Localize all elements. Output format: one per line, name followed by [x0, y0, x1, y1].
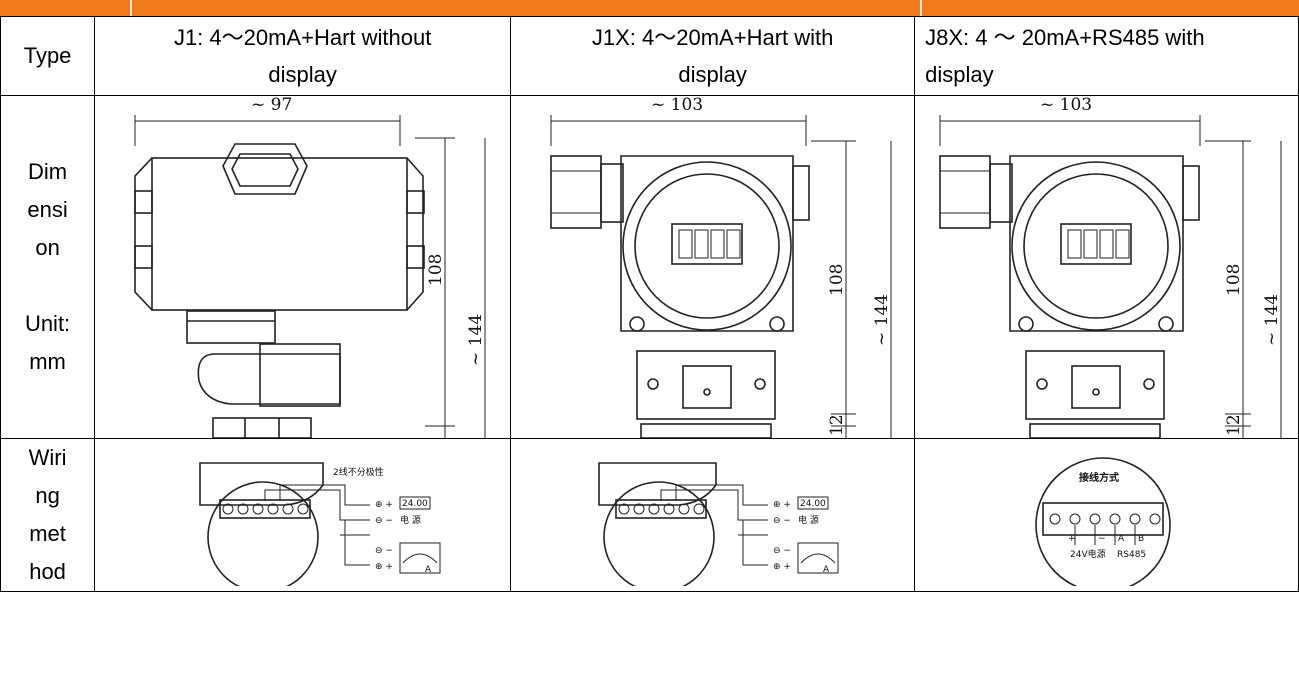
- j1x-title-line-1: J1X: 4～20mA+Hart with: [591, 25, 834, 50]
- wiring-label-2: ng: [35, 483, 60, 508]
- j1x-body-height: 108: [827, 264, 847, 296]
- wiring-label-cell: Wiri ng met hod: [0, 438, 96, 592]
- dimension-row: Dim ensi on Unit: mm ~ 97: [0, 95, 1299, 439]
- j1x-width-text: ~ 103: [651, 96, 703, 115]
- j8x-wiring-title: 接线方式: [1079, 471, 1119, 484]
- j1x-header-cell: J1X: 4～20mA+Hart with display: [510, 16, 916, 96]
- j1x-wiring-diagram: ⊕ + ⊖ − 24.00 电 源 ⊖ − ⊕ + A: [598, 461, 839, 586]
- unit-label-2: mm: [29, 349, 66, 374]
- j8x-total-height: ~ 144: [1262, 294, 1282, 346]
- j1-title-line-2: display: [268, 62, 337, 87]
- j1x-title-line-2: display: [678, 62, 747, 87]
- j1-dimension-cell: ~ 97: [94, 95, 512, 439]
- dimension-label-1: Dim: [28, 159, 68, 184]
- j8x-a-label: A: [1118, 534, 1125, 544]
- wiring-row: Wiri ng met hod 2线不分极性 ⊕ +: [0, 438, 1299, 592]
- j1-body-height: 108: [426, 254, 446, 286]
- unit-label-1: Unit:: [24, 311, 71, 336]
- j1x-meter-unit: A: [823, 565, 830, 575]
- j1x-dimension-cell: ~ 103: [510, 95, 916, 439]
- j1-total-height: ~ 144: [466, 314, 486, 366]
- wiring-label-1: Wiri: [28, 445, 67, 470]
- j8x-width-text: ~ 103: [1040, 96, 1092, 115]
- j1-power-label: 电 源: [400, 514, 421, 526]
- j1-header-cell: J1: 4～20mA+Hart without display: [94, 16, 512, 96]
- j1-plus-1: ⊕ +: [375, 500, 393, 510]
- j1-meter-unit: A: [425, 565, 432, 575]
- header-row: Type J1: 4～20mA+Hart without display J1X…: [0, 16, 1299, 96]
- j8x-plus: +: [1068, 534, 1076, 544]
- spec-table: Type J1: 4～20mA+Hart without display J1X…: [0, 16, 1299, 592]
- j1x-dimension-drawing: ~ 103: [550, 96, 892, 438]
- j8x-title-line-1: J8X: 4 ～ 20mA+RS485 with: [925, 25, 1205, 50]
- wiring-label-3: met: [29, 521, 66, 546]
- j8x-wiring-cell: 接线方式 + − A B 24V电源 RS485: [914, 438, 1299, 592]
- j8x-title-line-2: display: [925, 62, 994, 87]
- dimension-label-3: on: [35, 235, 60, 260]
- j8x-wiring-diagram: 接线方式 + − A B 24V电源 RS485: [1035, 456, 1171, 586]
- dimension-label-2: ensi: [27, 197, 68, 222]
- j1-wiring-note: 2线不分极性: [333, 466, 384, 478]
- j1x-plus-2: ⊕ +: [773, 562, 791, 572]
- dimension-label-cell: Dim ensi on Unit: mm: [0, 95, 96, 439]
- j8x-minus: −: [1098, 534, 1106, 544]
- j1x-wiring-cell: ⊕ + ⊖ − 24.00 电 源 ⊖ − ⊕ + A: [510, 438, 916, 592]
- j8x-dimension-drawing: ~ 103: [939, 96, 1282, 438]
- j1-wiring-cell: 2线不分极性 ⊕ + ⊖ − 24.00 电 源 ⊖ − ⊕ + A: [94, 438, 512, 592]
- j1-minus-1: ⊖ −: [375, 516, 393, 526]
- j1x-power-label: 电 源: [798, 514, 819, 526]
- j1x-minus-1: ⊖ −: [773, 516, 791, 526]
- j8x-b-label: B: [1138, 534, 1144, 544]
- j1-width-text: ~ 97: [251, 96, 292, 115]
- j1x-total-height: ~ 144: [872, 294, 892, 346]
- j1-plus-2: ⊕ +: [375, 562, 393, 572]
- type-label: Type: [23, 43, 72, 68]
- orange-header-bar: [0, 0, 1299, 16]
- type-header-cell: Type: [0, 16, 96, 96]
- j8x-supply-label: 24V电源: [1070, 548, 1106, 560]
- j1-wiring-diagram: 2线不分极性 ⊕ + ⊖ − 24.00 电 源 ⊖ − ⊕ + A: [199, 461, 441, 586]
- j8x-neck-height: 12: [1224, 414, 1244, 436]
- j1x-power-value: 24.00: [800, 499, 826, 509]
- j8x-body-height: 108: [1224, 264, 1244, 296]
- j8x-header-cell: J8X: 4 ～ 20mA+RS485 with display: [914, 16, 1299, 96]
- j1x-plus-1: ⊕ +: [773, 500, 791, 510]
- j1-dimension-drawing: ~ 97: [134, 96, 486, 438]
- j1-power-value: 24.00: [402, 499, 428, 509]
- j1x-minus-2: ⊖ −: [773, 546, 791, 556]
- j8x-dimension-cell: ~ 103: [914, 95, 1299, 439]
- j8x-comm-label: RS485: [1117, 550, 1146, 560]
- wiring-label-4: hod: [29, 559, 66, 584]
- j1x-neck-height: 12: [827, 414, 847, 436]
- j1-title-line-1: J1: 4～20mA+Hart without: [173, 25, 432, 50]
- j1-minus-2: ⊖ −: [375, 546, 393, 556]
